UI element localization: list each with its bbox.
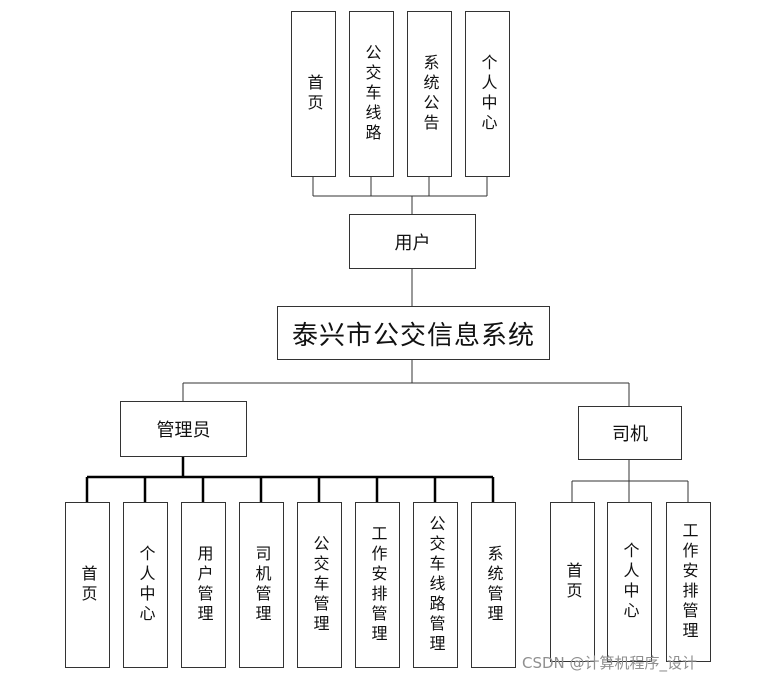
admin-node-schedule-management: 工作安排管理 (355, 502, 400, 668)
driver-node: 司机 (578, 406, 682, 460)
node-label: 工作安排管理 (368, 525, 388, 645)
node-label: 个人中心 (478, 54, 498, 134)
node-label: 个人中心 (136, 545, 156, 625)
driver-node-schedule-management: 工作安排管理 (666, 502, 711, 662)
user-node-bus-routes: 公交车线路 (349, 11, 394, 177)
admin-node-system-management: 系统管理 (471, 502, 516, 668)
node-label: 公交车线路 (362, 44, 382, 144)
node-label: 首页 (78, 565, 98, 605)
node-label: 系统管理 (484, 545, 504, 625)
user-node-home: 首页 (291, 11, 336, 177)
node-label: 首页 (563, 562, 583, 602)
node-label: 司机 (612, 424, 648, 445)
node-label: 司机管理 (252, 545, 272, 625)
watermark-text: CSDN @计算机程序_设计 (522, 654, 698, 672)
admin-node: 管理员 (120, 401, 247, 457)
node-label: 个人中心 (620, 542, 640, 622)
admin-node-personal-center: 个人中心 (123, 502, 168, 668)
node-label: 公交车管理 (310, 535, 330, 635)
node-label: 工作安排管理 (679, 522, 699, 642)
node-label: 公交车线路管理 (426, 515, 446, 655)
driver-node-home: 首页 (550, 502, 595, 662)
system-title-node: 泰兴市公交信息系统 (277, 306, 550, 360)
admin-node-driver-management: 司机管理 (239, 502, 284, 668)
system-title: 泰兴市公交信息系统 (291, 320, 535, 351)
admin-node-home: 首页 (65, 502, 110, 668)
driver-node-personal-center: 个人中心 (607, 502, 652, 662)
user-node-personal-center: 个人中心 (465, 11, 510, 177)
user-node: 用户 (349, 214, 476, 269)
node-label: 管理员 (156, 420, 211, 441)
node-label: 用户管理 (194, 545, 214, 625)
admin-node-route-management: 公交车线路管理 (413, 502, 458, 668)
node-label: 首页 (304, 74, 324, 114)
admin-node-user-management: 用户管理 (181, 502, 226, 668)
admin-node-bus-management: 公交车管理 (297, 502, 342, 668)
user-node-announcements: 系统公告 (407, 11, 452, 177)
node-label: 系统公告 (420, 54, 440, 134)
node-label: 用户 (394, 232, 431, 254)
